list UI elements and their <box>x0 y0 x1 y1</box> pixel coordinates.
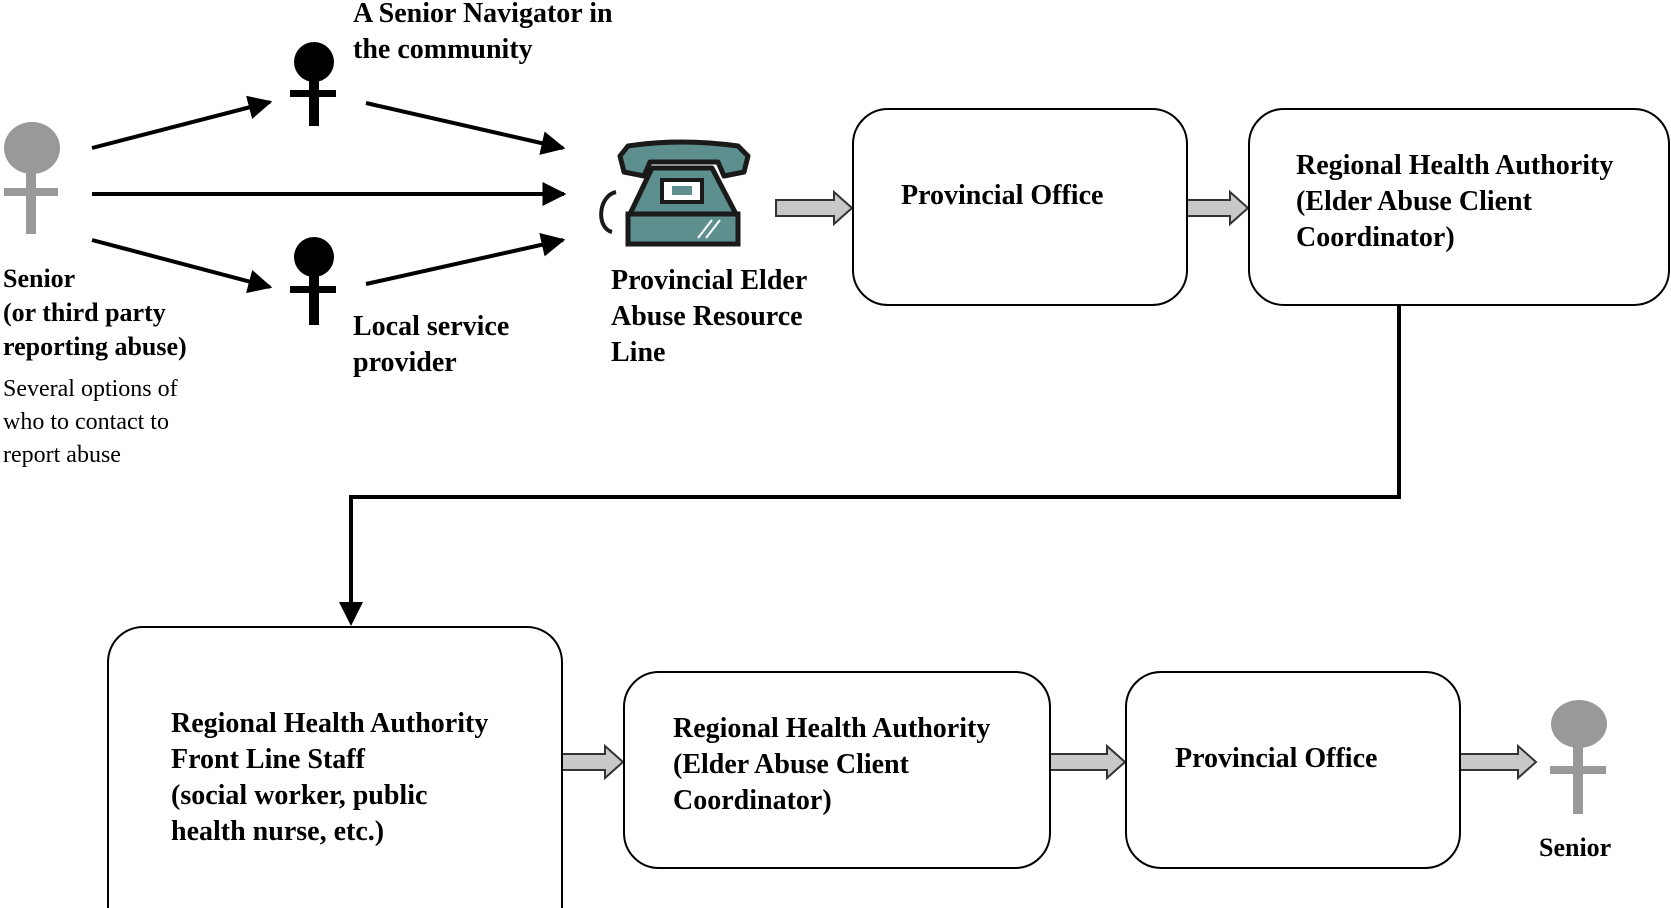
provincial-office-box-2: Provincial Office <box>1125 671 1461 869</box>
block-arrow-resource-line-to-provincial-office <box>775 189 854 227</box>
senior-navigator-label: A Senior Navigator in the community <box>353 0 613 65</box>
arrow-senior-to-navigator <box>91 95 273 150</box>
resource-line-label: Provincial Elder Abuse Resource Line <box>611 265 808 368</box>
local-service-provider-label: Local service provider <box>353 311 510 378</box>
rha-coordinator-box-2: Regional Health Authority (Elder Abuse C… <box>623 671 1051 869</box>
arrow-senior-to-local-provider <box>91 238 273 294</box>
block-arrow-provincial-office-to-rha-coordinator <box>1186 189 1250 227</box>
arrow-local-provider-to-resource-line <box>365 232 566 286</box>
senior-navigator-person-icon <box>290 42 336 126</box>
local-service-provider-person-icon <box>290 237 336 325</box>
rha-coordinator-box-1: Regional Health Authority (Elder Abuse C… <box>1248 108 1670 306</box>
block-arrow-rha-coordinator-to-provincial-office <box>1049 743 1127 781</box>
telephone-icon <box>599 139 751 247</box>
senior-end-label: Senior <box>1539 833 1612 862</box>
reporting-options-note: Several options of who to contact to rep… <box>3 376 178 468</box>
block-arrow-provincial-office-to-senior <box>1459 743 1538 781</box>
connector-arrowhead <box>339 602 363 626</box>
senior-reporter-person-icon <box>4 122 60 234</box>
senior-end-person-icon <box>1550 700 1607 814</box>
senior-reporter-label: Senior (or third party reporting abuse) <box>3 264 187 361</box>
provincial-office-box-1: Provincial Office <box>852 108 1188 306</box>
rha-front-line-box: Regional Health Authority Front Line Sta… <box>107 626 563 908</box>
arrow-navigator-to-resource-line <box>365 101 566 155</box>
block-arrow-front-line-to-rha-coordinator <box>561 743 625 781</box>
connector-rha-coordinator-to-front-line <box>349 306 1401 620</box>
